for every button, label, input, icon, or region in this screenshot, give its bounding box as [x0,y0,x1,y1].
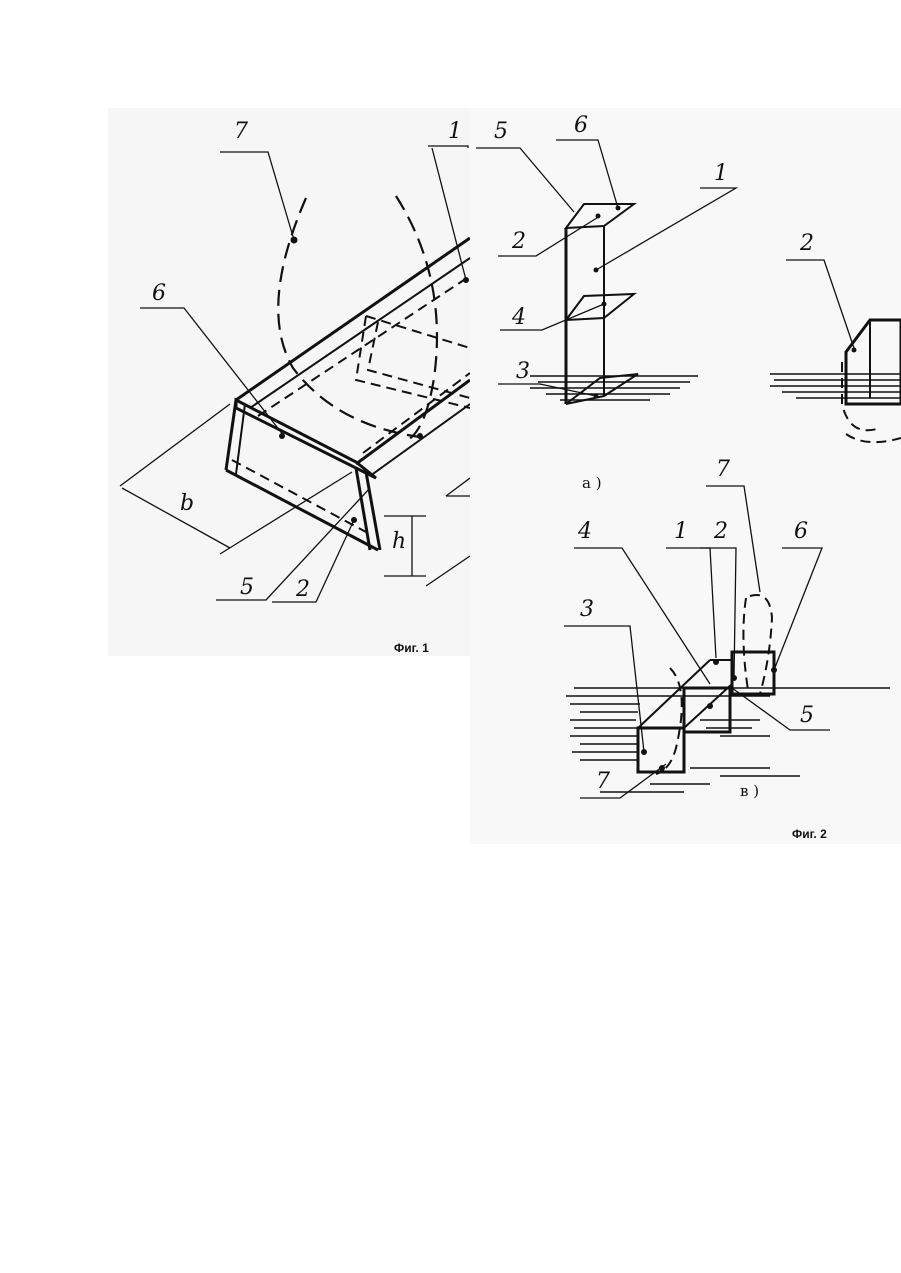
front-left-edge [226,400,236,470]
label-6: 6 [152,281,166,306]
point-1 [463,277,469,283]
b-label-2: 2 [799,231,814,256]
label-b: b [180,491,194,516]
c-label-6: 6 [794,519,808,544]
rail-top-outer [236,238,470,400]
front-top-edge [236,400,376,478]
c-label-5: 5 [800,703,814,728]
a-label-2: 2 [511,229,526,254]
c-box-mid [684,688,730,732]
rail-top-hidden [258,276,470,416]
figure-2-caption: Фиг. 2 [792,827,827,841]
c-label-3: 3 [580,597,594,622]
subfigure-b: 2 [770,231,901,442]
figure-1: 7 1 6 b h 5 2 Фиг. 1 [108,108,470,656]
rail-lower-inner [370,404,470,476]
a-label-3: 3 [516,359,530,384]
c-label-2: 2 [713,519,728,544]
label-7: 7 [234,119,248,144]
leader-1-top [428,146,468,148]
a-label-6: 6 [574,113,588,138]
front-bottom-hidden [232,460,366,532]
c-label-7-bot: 7 [596,769,610,794]
dim-b-line [122,488,230,548]
dim-b-ext-1 [120,404,230,486]
a-label-5: 5 [494,119,508,144]
label-2: 2 [295,577,310,602]
front-bottom-edge [226,470,378,550]
figure-1-caption: Фиг. 1 [394,641,429,655]
subfigure-a: 5 6 1 2 4 3 a ) [476,113,736,492]
label-h: h [392,529,406,554]
dim-tail [426,556,470,586]
point-6 [279,433,285,439]
figure-2-drawing: 5 6 1 2 4 3 a ) 2 [470,108,901,844]
c-label-4: 4 [577,519,592,544]
inner-hidden-top [366,316,470,348]
a-label-1: 1 [714,161,728,186]
figure-2: 5 6 1 2 4 3 a ) 2 [470,108,901,844]
tri-mark [446,478,470,496]
subfigure-a-label: a ) [582,474,602,492]
subfigure-b-label: в ) [740,782,759,800]
leader-7 [220,152,294,240]
label-1: 1 [448,119,462,144]
point-2 [351,517,357,523]
c-label-7-top: 7 [716,457,730,482]
point-7 [291,237,298,244]
c-label-1: 1 [674,519,688,544]
a-label-4: 4 [511,305,526,330]
figure-1-drawing: 7 1 6 b h 5 2 Фиг. 1 [108,108,470,656]
subfigure-c: 7 4 1 2 6 3 5 7 в ) [564,457,890,800]
label-5: 5 [240,575,254,600]
point-arc [417,433,423,439]
